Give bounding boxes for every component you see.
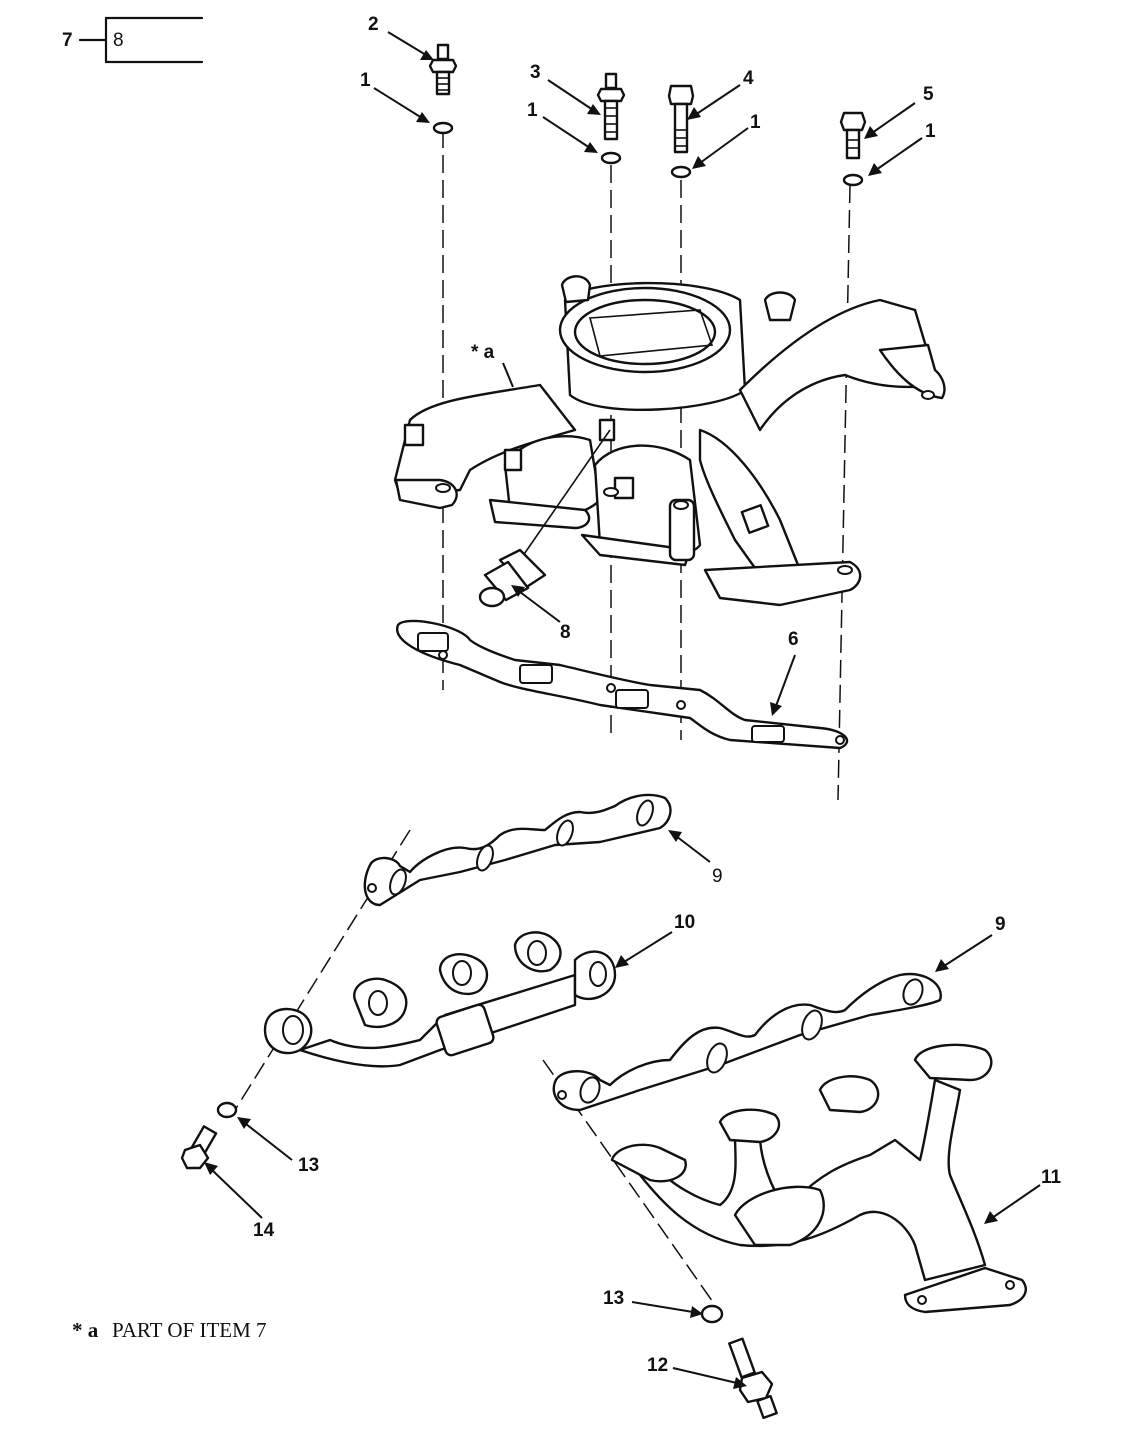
callout-labels: 2 1 3 1 4 1 5 1 * a 8 6 9 10 9 13 14 11 … — [253, 14, 1062, 1376]
callout-14: 14 — [253, 1220, 275, 1241]
bolt-item-5 — [839, 111, 867, 160]
star-a-leader — [502, 362, 514, 388]
figure-header: 7 8 — [62, 16, 204, 64]
intake-gasket-item-6 — [396, 619, 849, 750]
callout-13: 13 — [603, 1288, 624, 1309]
washer-item-13-right — [700, 1304, 724, 1324]
intake-manifold — [393, 275, 946, 607]
washer-item-1 — [842, 173, 864, 187]
callout-5: 5 — [923, 84, 934, 105]
callout-1: 1 — [527, 100, 538, 121]
exhaust-manifold-item-10 — [263, 931, 617, 1068]
washer-item-1 — [670, 165, 692, 179]
footnote-marker: * a — [72, 1318, 99, 1342]
callout-1: 1 — [360, 70, 371, 91]
callout-11: 11 — [1041, 1167, 1062, 1188]
callout-6: 6 — [788, 629, 799, 650]
figure-ref-number: 7 — [62, 30, 73, 51]
callout-1: 1 — [925, 121, 936, 142]
callout-12: 12 — [647, 1355, 668, 1376]
callout-3: 3 — [530, 62, 541, 83]
washer-item-1 — [432, 121, 454, 135]
exhaust-gasket-item-9-right — [552, 972, 942, 1112]
callout-2: 2 — [368, 14, 379, 35]
stud-item-2 — [428, 43, 458, 96]
washer-item-13-left — [216, 1101, 238, 1119]
stud-item-3 — [596, 72, 626, 141]
callout-1: 1 — [750, 112, 761, 133]
callout-9: 9 — [995, 914, 1006, 935]
exhaust-manifold-item-11 — [610, 1043, 1027, 1314]
leader-arrows — [204, 31, 1041, 1389]
callout-10: 10 — [674, 912, 695, 933]
callout-9: 9 — [712, 866, 723, 887]
sub-ref-number: 8 — [113, 30, 124, 51]
callout-4: 4 — [743, 68, 754, 89]
washer-item-1 — [600, 151, 622, 165]
callout-8: 8 — [560, 622, 571, 643]
callout-star-a: * a — [471, 342, 495, 363]
footnote-text: PART OF ITEM 7 — [112, 1318, 267, 1342]
bolt-item-4 — [667, 84, 695, 154]
exhaust-gasket-item-9-left — [363, 793, 672, 907]
footnote: * a PART OF ITEM 7 — [72, 1318, 267, 1342]
bolt-item-14 — [180, 1125, 218, 1170]
callout-13: 13 — [298, 1155, 319, 1176]
stud-item-12 — [728, 1337, 778, 1420]
